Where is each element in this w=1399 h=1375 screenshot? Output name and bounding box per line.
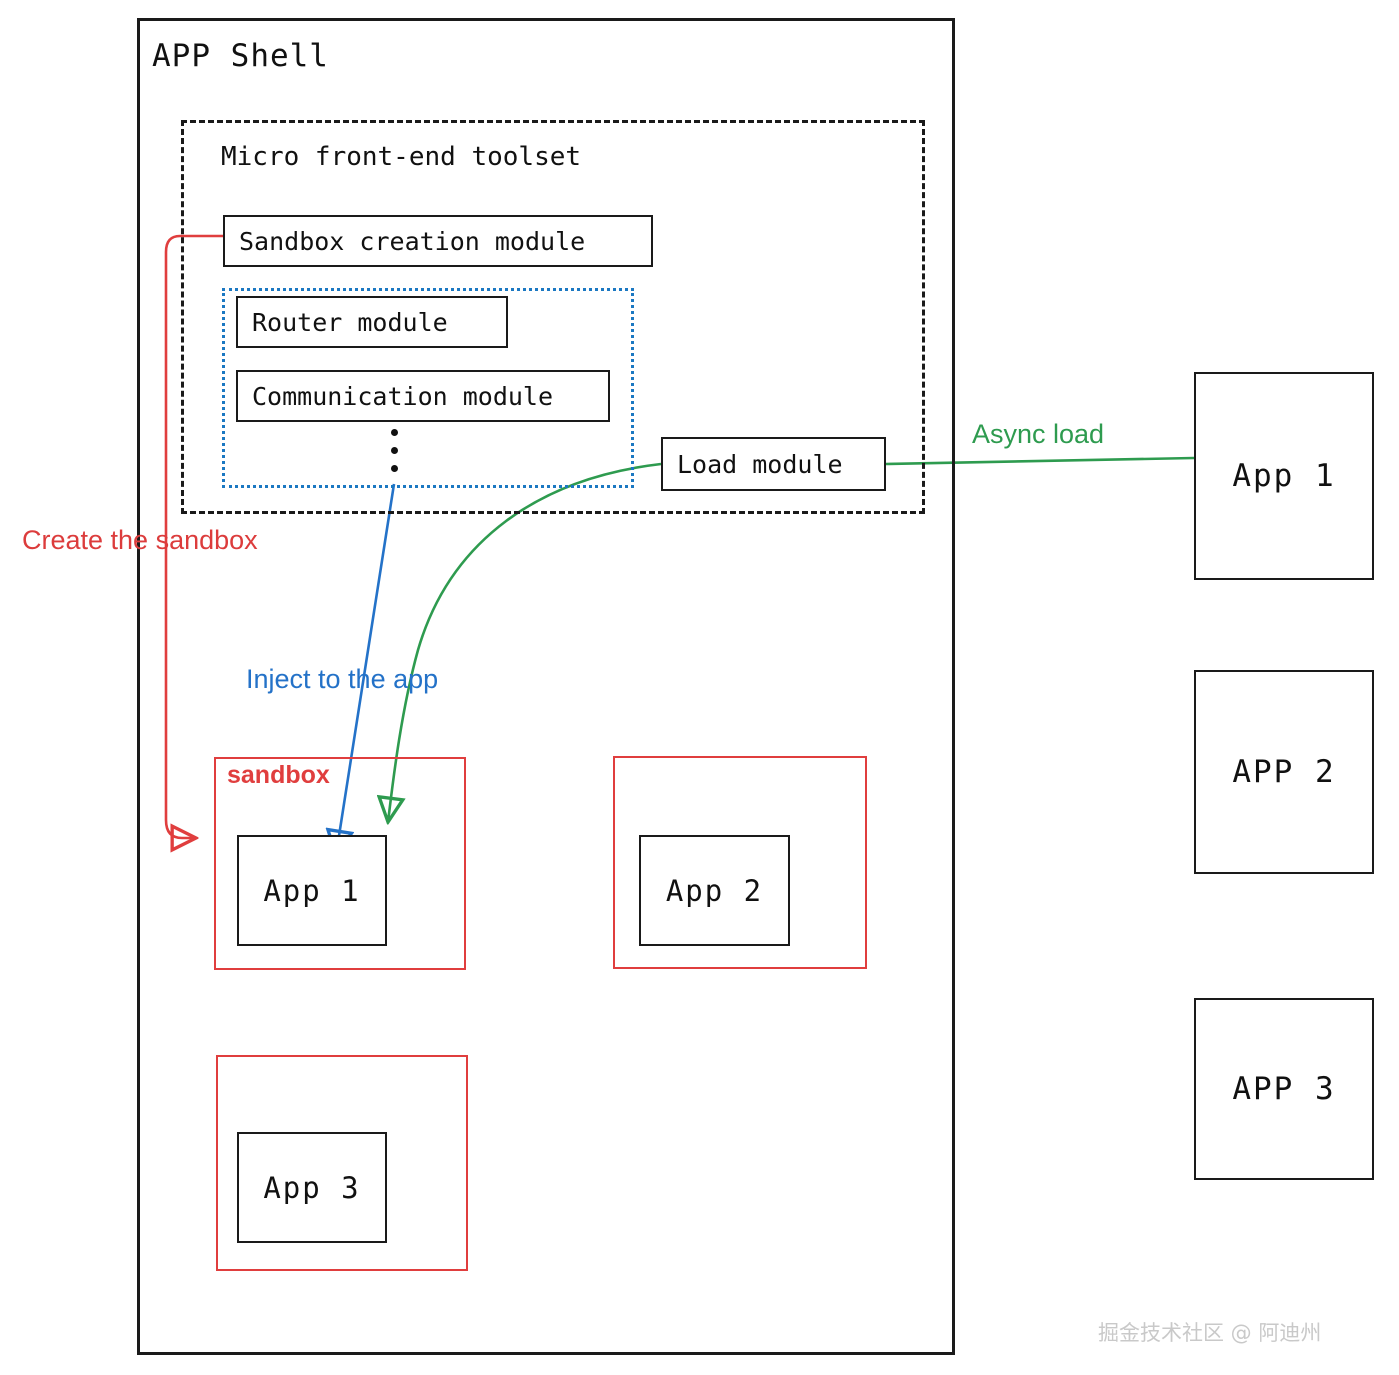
annotation-inject-to-the-app: Inject to the app	[246, 664, 439, 694]
external-app-2[interactable]: APP 2	[1194, 670, 1374, 874]
micro-frontend-toolset-container	[181, 120, 925, 514]
app-shell-container	[137, 18, 955, 1355]
load-module[interactable]: Load module	[661, 437, 886, 491]
toolset-title: Micro front-end toolset	[221, 142, 582, 172]
annotation-create-the-sandbox: Create the sandbox	[22, 525, 258, 555]
annotation-async-load: Async load	[972, 419, 1105, 449]
watermark: 掘金技术社区 @ 阿迪州	[1098, 1321, 1322, 1345]
sandbox-creation-module[interactable]: Sandbox creation module	[223, 215, 653, 267]
router-module[interactable]: Router module	[236, 296, 508, 348]
module-group-dotted-container	[222, 288, 634, 488]
connector-create-sandbox	[164, 234, 223, 838]
sandboxed-app-3[interactable]: App 3	[237, 1132, 387, 1243]
communication-module[interactable]: Communication module	[236, 370, 610, 422]
external-app-1[interactable]: App 1	[1194, 372, 1374, 580]
sandbox-container-1	[214, 757, 466, 970]
sandbox-label: sandbox	[227, 761, 330, 789]
sandboxed-app-1[interactable]: App 1	[237, 835, 387, 946]
more-modules-ellipsis-icon	[391, 429, 399, 473]
sandbox-container-2	[613, 756, 867, 969]
external-app-3[interactable]: APP 3	[1194, 998, 1374, 1180]
sandboxed-app-2[interactable]: App 2	[639, 835, 790, 946]
app-shell-title: APP Shell	[152, 38, 329, 74]
connector-async-load	[885, 456, 1195, 466]
connector-inject-to-app	[336, 483, 396, 855]
sandbox-container-3	[216, 1055, 468, 1271]
